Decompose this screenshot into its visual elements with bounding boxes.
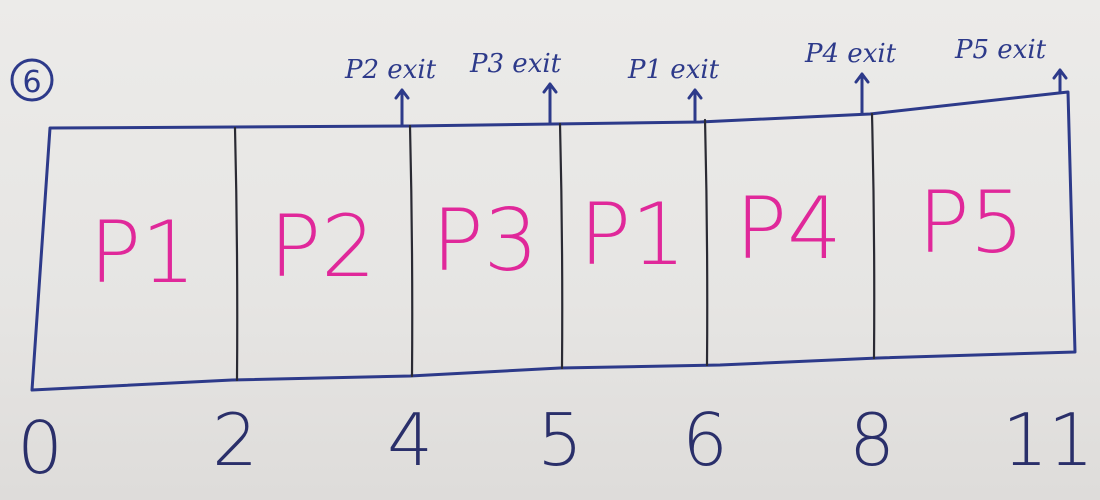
slot-divider-8 bbox=[870, 112, 876, 360]
exit-label: P1 exit bbox=[627, 55, 720, 85]
slot-divider-2 bbox=[233, 126, 239, 382]
exit-annotation-p1: P1 exit bbox=[627, 55, 720, 122]
process-label-p2-slot-2: P2 bbox=[269, 197, 376, 297]
time-label-8: 8 bbox=[849, 398, 895, 482]
gantt-outer-border bbox=[30, 90, 1077, 392]
process-label-p1-slot-4: P1 bbox=[579, 185, 686, 285]
exit-annotations: P2 exit P3 exit P1 exit P4 exit P5 exit bbox=[344, 35, 1068, 128]
question-number-circle bbox=[10, 58, 54, 102]
process-label-p3-slot-3: P3 bbox=[432, 191, 539, 291]
exit-label: P5 exit bbox=[954, 35, 1047, 65]
time-label-5: 5 bbox=[537, 398, 583, 482]
time-label-4: 4 bbox=[387, 398, 433, 482]
exit-label: P3 exit bbox=[469, 49, 562, 79]
gantt-dividers bbox=[233, 112, 876, 382]
time-label-6: 6 bbox=[682, 398, 728, 482]
process-labels: P1 P2 P3 P1 P4 P5 bbox=[89, 173, 1024, 303]
time-label-0: 0 bbox=[17, 406, 63, 490]
time-axis-labels: 0 2 4 5 6 8 11 bbox=[17, 398, 1094, 490]
slot-divider-5 bbox=[558, 122, 564, 370]
process-label-p5-slot-6: P5 bbox=[918, 173, 1025, 273]
question-number-text: 6 bbox=[22, 65, 41, 100]
process-label-p4-slot-5: P4 bbox=[735, 179, 842, 279]
exit-annotation-p2: P2 exit bbox=[344, 55, 437, 128]
exit-annotation-p3: P3 exit bbox=[469, 49, 562, 126]
question-number: 6 bbox=[10, 58, 54, 102]
slot-divider-6 bbox=[703, 118, 709, 367]
process-label-p1-slot-1: P1 bbox=[89, 203, 196, 303]
time-label-2: 2 bbox=[212, 398, 258, 482]
exit-arrow bbox=[854, 72, 870, 116]
exit-arrow bbox=[394, 88, 410, 128]
exit-arrow bbox=[687, 88, 703, 122]
slot-divider-4 bbox=[408, 124, 414, 378]
exit-annotation-p5: P5 exit bbox=[954, 35, 1068, 94]
time-label-11: 11 bbox=[1002, 398, 1094, 482]
exit-label: P2 exit bbox=[344, 55, 437, 85]
exit-annotation-p4: P4 exit bbox=[804, 39, 897, 116]
exit-arrow bbox=[1052, 68, 1068, 94]
exit-arrow bbox=[542, 82, 558, 126]
exit-label: P4 exit bbox=[804, 39, 897, 69]
